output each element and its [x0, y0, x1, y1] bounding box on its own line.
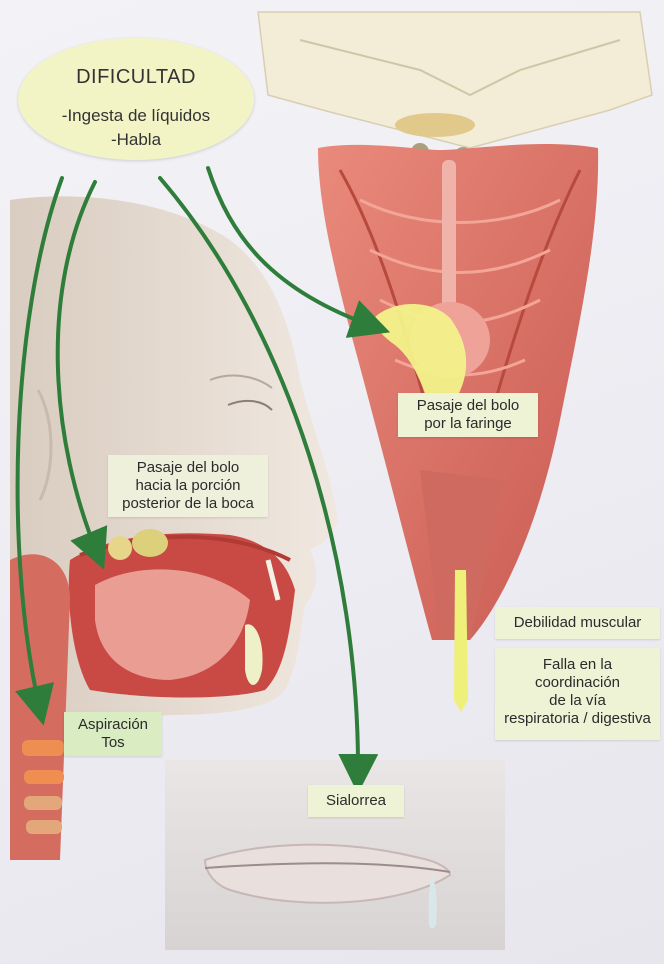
difficulty-bubble: DIFICULTAD -Ingesta de líquidos -Habla [18, 38, 254, 160]
difficulty-title: DIFICULTAD [18, 66, 254, 89]
label-falla: Falla en la coordinación de la vía respi… [495, 648, 660, 740]
oral-cavity [69, 529, 295, 698]
label-aspiracion: Aspiración Tos [64, 712, 162, 756]
label-bolo-boca: Pasaje del bolo hacia la porción posteri… [108, 455, 268, 517]
label-sialorrea: Sialorrea [308, 785, 404, 817]
label-bolo-faringe: Pasaje del bolo por la faringe [398, 393, 538, 437]
label-debilidad: Debilidad muscular [495, 607, 660, 639]
skull-base [258, 12, 652, 165]
difficulty-line-liquids: -Ingesta de líquidos [18, 106, 254, 126]
difficulty-line-speech: -Habla [18, 130, 254, 150]
